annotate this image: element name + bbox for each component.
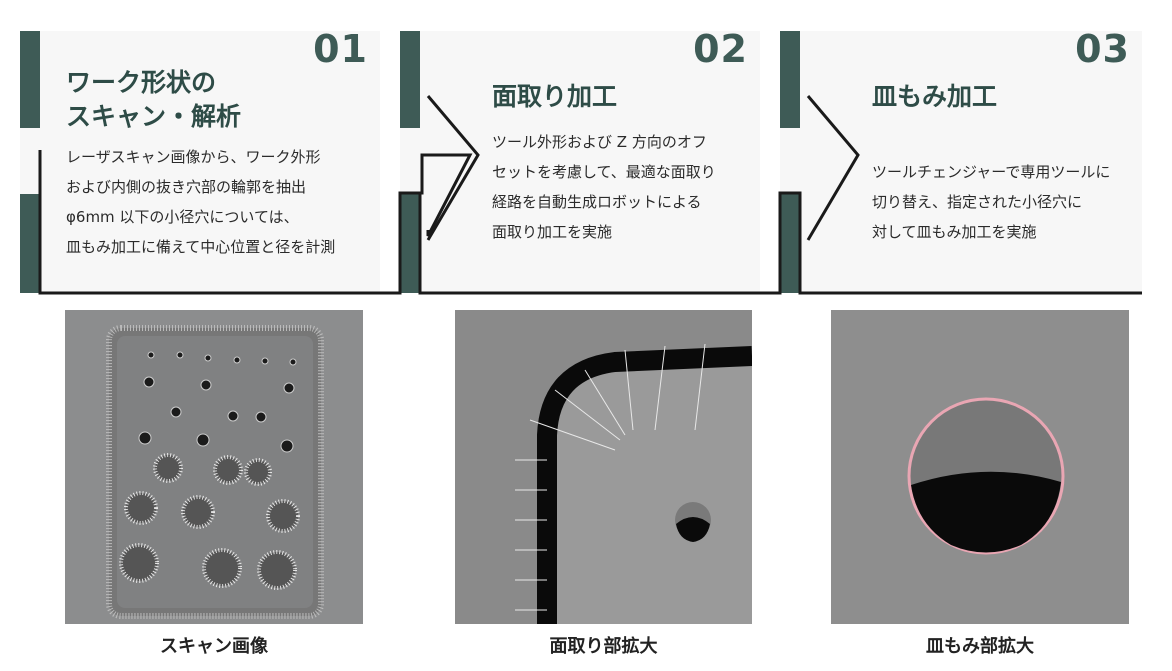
countersink-detail-image (831, 310, 1129, 624)
accent-bar (780, 31, 800, 128)
step-card-1: 01 ワーク形状の スキャン・解析 レーザスキャン画像から、ワーク外形 および内… (20, 27, 380, 293)
flow-arrow (806, 95, 860, 241)
step-card-2: 02 面取り加工 ツール外形および Z 方向のオフ セットを考慮して、最適な面取… (400, 27, 760, 293)
countersink-hole-graphic (907, 397, 1065, 555)
accent-bar (20, 31, 40, 128)
step-title: 面取り加工 (492, 82, 618, 111)
step-title: ワーク形状の スキャン・解析 (66, 68, 242, 131)
scan-image (65, 310, 363, 624)
flow-line (400, 191, 1142, 295)
accent-bar (20, 194, 40, 293)
flow-arrow (426, 95, 480, 241)
step-number: 02 (693, 27, 748, 71)
flow-arrow (38, 150, 473, 295)
caption-scan: スキャン画像 (160, 636, 268, 657)
step-number: 01 (313, 27, 368, 71)
chamfer-path-graphic (455, 310, 752, 624)
chamfer-detail-image (455, 310, 752, 624)
step-description: ツールチェンジャーで専用ツールに 切り替え、指定された小径穴に 対して皿もみ加工… (872, 163, 1111, 241)
accent-bar (400, 194, 420, 293)
scan-workpiece-graphic (106, 325, 324, 619)
caption-chamfer: 面取り部拡大 (549, 636, 658, 657)
step-title: 皿もみ加工 (872, 82, 998, 111)
accent-bar (400, 31, 420, 128)
step-description: レーザスキャン画像から、ワーク外形 および内側の抜き穴部の輪郭を抽出 φ6mm … (66, 148, 336, 256)
caption-countersink: 皿もみ部拡大 (926, 636, 1034, 657)
process-flow-outline (38, 95, 1142, 295)
accent-bar (780, 194, 800, 293)
step-card-3: 03 皿もみ加工 ツールチェンジャーで専用ツールに 切り替え、指定された小径穴に… (780, 27, 1142, 293)
step-description: ツール外形および Z 方向のオフ セットを考慮して、最適な面取り 経路を自動生成… (492, 133, 716, 241)
step-number: 03 (1075, 27, 1130, 71)
